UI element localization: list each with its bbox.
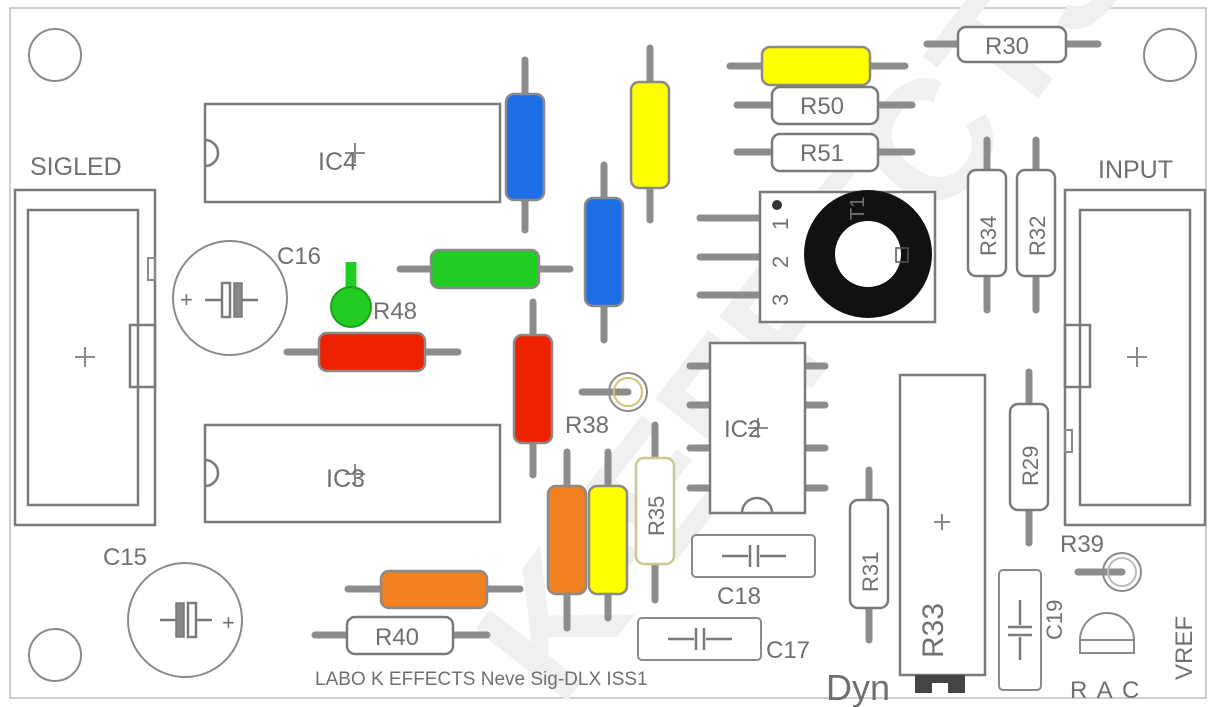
resistor-red-vertical xyxy=(512,298,554,479)
input-connector xyxy=(1063,188,1207,527)
r34-label: R34 xyxy=(976,216,1001,256)
trimmer-t1-label: T1 xyxy=(847,197,869,220)
resistor-yellow-top xyxy=(726,45,909,87)
capacitor-c15 xyxy=(127,562,243,678)
mounting-hole-top-left xyxy=(28,28,82,82)
resistor-r35 xyxy=(634,421,676,604)
r35-label: R35 xyxy=(644,496,669,536)
resistor-r40 xyxy=(311,615,491,656)
r33-label: R33 xyxy=(917,603,950,658)
c16-label: C16 xyxy=(277,243,321,270)
dyn-label: Dyn xyxy=(826,667,890,707)
resistor-green xyxy=(396,248,574,290)
r32-label: R32 xyxy=(1025,216,1050,256)
resistor-red-horizontal xyxy=(283,331,462,373)
ic3-label: IC3 xyxy=(326,465,365,493)
ic4 xyxy=(203,102,502,204)
ic2-label: IC2 xyxy=(724,416,761,443)
board-footer-text: LABO K EFFECTS Neve Sig-DLX ISS1 xyxy=(315,669,648,690)
c17-label: C17 xyxy=(766,637,810,664)
resistor-r34 xyxy=(966,136,1008,314)
c19-label: C19 xyxy=(1042,600,1067,640)
capacitor-c17 xyxy=(637,617,762,661)
vref-transistor xyxy=(1079,612,1135,654)
r29-label: R29 xyxy=(1018,446,1043,486)
r51-label: R51 xyxy=(800,140,844,167)
r50-label: R50 xyxy=(800,93,844,120)
led-r48-green xyxy=(330,262,372,328)
r31-label: R31 xyxy=(858,552,883,592)
resistor-r51 xyxy=(733,132,916,173)
mounting-hole-bottom-left xyxy=(28,628,82,682)
resistor-r38 xyxy=(578,372,648,412)
resistor-orange-vertical xyxy=(546,448,588,632)
resistor-blue-left xyxy=(504,56,546,234)
capacitor-c19 xyxy=(998,569,1042,691)
sigled-connector xyxy=(13,188,157,527)
trimmer-pin3-label: 3 xyxy=(768,294,793,306)
r48-label: R48 xyxy=(373,298,417,325)
capacitor-c18 xyxy=(691,534,816,578)
resistor-r30 xyxy=(923,25,1102,64)
c15-plus: + xyxy=(222,610,235,635)
trimmer-t1 xyxy=(696,190,937,324)
resistor-r50 xyxy=(733,85,916,126)
trimmer-r33 xyxy=(898,373,987,693)
resistor-r39 xyxy=(1074,552,1142,592)
r38-label: R38 xyxy=(565,412,609,439)
ic3 xyxy=(203,423,502,524)
resistor-blue-right xyxy=(583,161,625,344)
resistor-r31 xyxy=(848,466,890,644)
resistor-yellow-lower xyxy=(587,448,629,622)
trimmer-pin2-label: 2 xyxy=(768,256,793,268)
c18-label: C18 xyxy=(717,583,761,610)
resistor-r29 xyxy=(1008,368,1050,547)
trimmer-pin1-label: 1 xyxy=(768,218,793,230)
vref-label: VREF xyxy=(1171,616,1198,680)
r30-label: R30 xyxy=(985,33,1029,60)
input-label: INPUT xyxy=(1098,156,1173,184)
ic2 xyxy=(686,341,829,515)
c16-plus: + xyxy=(180,287,193,312)
sigled-label: SIGLED xyxy=(30,153,122,181)
resistor-r32 xyxy=(1015,136,1057,314)
mounting-hole-top-right xyxy=(1143,28,1197,82)
r40-label: R40 xyxy=(375,624,419,651)
capacitor-c16 xyxy=(172,240,288,356)
r39-label: R39 xyxy=(1060,531,1104,558)
resistor-yellow-vertical xyxy=(629,44,671,224)
c15-label: C15 xyxy=(103,544,147,571)
resistor-orange-horizontal xyxy=(344,569,524,610)
rac-label: R A C xyxy=(1070,677,1141,704)
ic4-label: IC4 xyxy=(318,148,357,176)
